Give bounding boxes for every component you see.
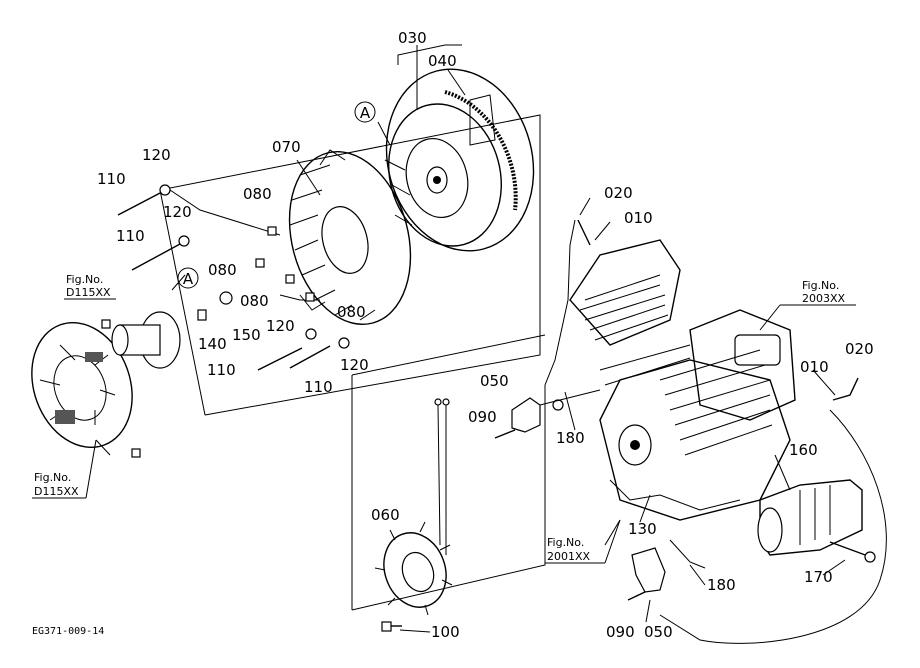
fig-ref-code: D115XX	[34, 485, 79, 498]
marker-a-label: A	[183, 270, 194, 288]
part-label: 120	[266, 317, 295, 335]
starter-motor	[757, 479, 876, 563]
part-label: 030	[398, 29, 427, 47]
engine-block	[569, 239, 796, 521]
part-label: 020	[604, 184, 633, 202]
part-label: 080	[337, 303, 366, 321]
ignition-coil	[374, 398, 453, 616]
fig-ref-d115xx-bottom: Fig.No. D115XX	[32, 439, 97, 499]
part-number-labels: 030 040 070 110 120 120 110 080 080 080 …	[97, 29, 874, 641]
leader-lines	[95, 44, 846, 633]
assembly-outline	[159, 114, 546, 611]
part-label: 140	[198, 335, 227, 353]
part-label: 110	[97, 170, 126, 188]
part-label: 010	[800, 358, 829, 376]
part-label: 050	[644, 623, 673, 641]
part-label: 090	[468, 408, 497, 426]
fig-ref-title: Fig.No.	[66, 273, 103, 286]
part-label: 120	[340, 356, 369, 374]
spark-plug-wires	[544, 219, 887, 644]
reference-marker-a-top: A	[354, 101, 376, 123]
fig-ref-code: D115XX	[66, 286, 111, 299]
part-label: 070	[272, 138, 301, 156]
part-label: 040	[428, 52, 457, 70]
fig-ref-d115xx-top: Fig.No. D115XX	[64, 273, 116, 300]
part-label: 110	[207, 361, 236, 379]
bolts-and-studs	[101, 184, 402, 632]
part-label: 110	[304, 378, 333, 396]
part-label: 170	[804, 568, 833, 586]
sensor-brackets	[494, 389, 706, 601]
part-label: 130	[628, 520, 657, 538]
part-label: 180	[707, 576, 736, 594]
part-label: 100	[431, 623, 460, 641]
part-label: 120	[163, 203, 192, 221]
fig-ref-title: Fig.No.	[34, 471, 71, 484]
marker-a-label: A	[360, 104, 371, 122]
reference-marker-a-left: A	[177, 267, 199, 289]
fig-ref-2003xx: Fig.No. 2003XX	[780, 279, 856, 306]
part-label: 120	[142, 146, 171, 164]
part-label: 080	[208, 261, 237, 279]
flywheel	[385, 68, 535, 252]
fan-cover	[31, 321, 133, 449]
part-label: 080	[240, 292, 269, 310]
part-label: 090	[606, 623, 635, 641]
part-label: 020	[845, 340, 874, 358]
part-label: 060	[371, 506, 400, 524]
fig-ref-title: Fig.No.	[547, 536, 584, 549]
drive-pulley	[111, 311, 181, 369]
part-label: 180	[556, 429, 585, 447]
cooling-fan	[288, 149, 413, 326]
part-label: 080	[243, 185, 272, 203]
part-label: 110	[116, 227, 145, 245]
fig-ref-code: 2001XX	[547, 550, 591, 563]
drawing-code: EG371-009-14	[32, 626, 104, 637]
part-label: 010	[624, 209, 653, 227]
fig-ref-title: Fig.No.	[802, 279, 839, 292]
fig-ref-2001xx: Fig.No. 2001XX	[545, 519, 621, 564]
part-label: 160	[789, 441, 818, 459]
fig-ref-code: 2003XX	[802, 292, 846, 305]
part-label: 150	[232, 326, 261, 344]
part-label: 050	[480, 372, 509, 390]
